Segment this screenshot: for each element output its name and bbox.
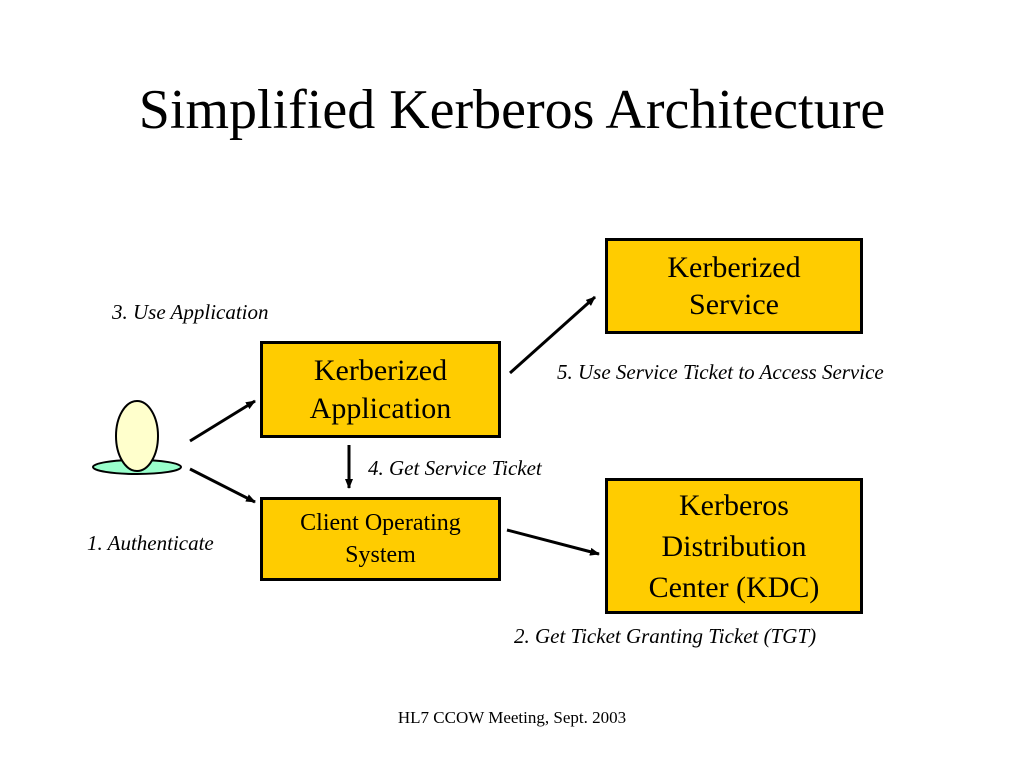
kerberized-service-line-2: Service — [689, 288, 779, 321]
kerberized-application-line-2: Application — [309, 391, 452, 425]
arrow-user-to-client-os — [189, 467, 256, 504]
arrow-user-to-application — [189, 399, 256, 443]
label-get-service-ticket: 4. Get Service Ticket — [368, 456, 542, 480]
kdc-box: Kerberos Distribution Center (KDC) — [605, 478, 863, 614]
client-os-line-2: System — [345, 542, 416, 568]
user-head — [115, 400, 159, 472]
slide-footer: HL7 CCOW Meeting, Sept. 2003 — [397, 708, 627, 727]
kerberized-application-line-1: Kerberized — [313, 353, 448, 387]
label-get-tgt: 2. Get Ticket Granting Ticket (TGT) — [514, 624, 817, 648]
label-use-application: 3. Use Application — [112, 300, 269, 324]
user-icon — [92, 400, 182, 475]
kdc-line-1: Kerberos — [679, 488, 789, 522]
slide-title: Simplified Kerberos Architecture — [138, 79, 886, 141]
label-authenticate: 1. Authenticate — [87, 531, 214, 555]
label-use-service-ticket: 5. Use Service Ticket to Access Service — [557, 360, 884, 384]
kerberized-service-line-1: Kerberized — [667, 251, 801, 284]
kdc-line-3: Center (KDC) — [648, 570, 820, 604]
client-os-box: Client Operating System — [260, 497, 501, 581]
arrow-client-os-to-kdc — [506, 528, 600, 556]
kerberized-service-box: Kerberized Service — [605, 238, 863, 334]
kerberized-application-box: Kerberized Application — [260, 341, 501, 438]
client-os-line-1: Client Operating — [300, 510, 461, 536]
arrow-application-to-service — [509, 295, 596, 375]
kdc-line-2: Distribution — [661, 529, 807, 563]
